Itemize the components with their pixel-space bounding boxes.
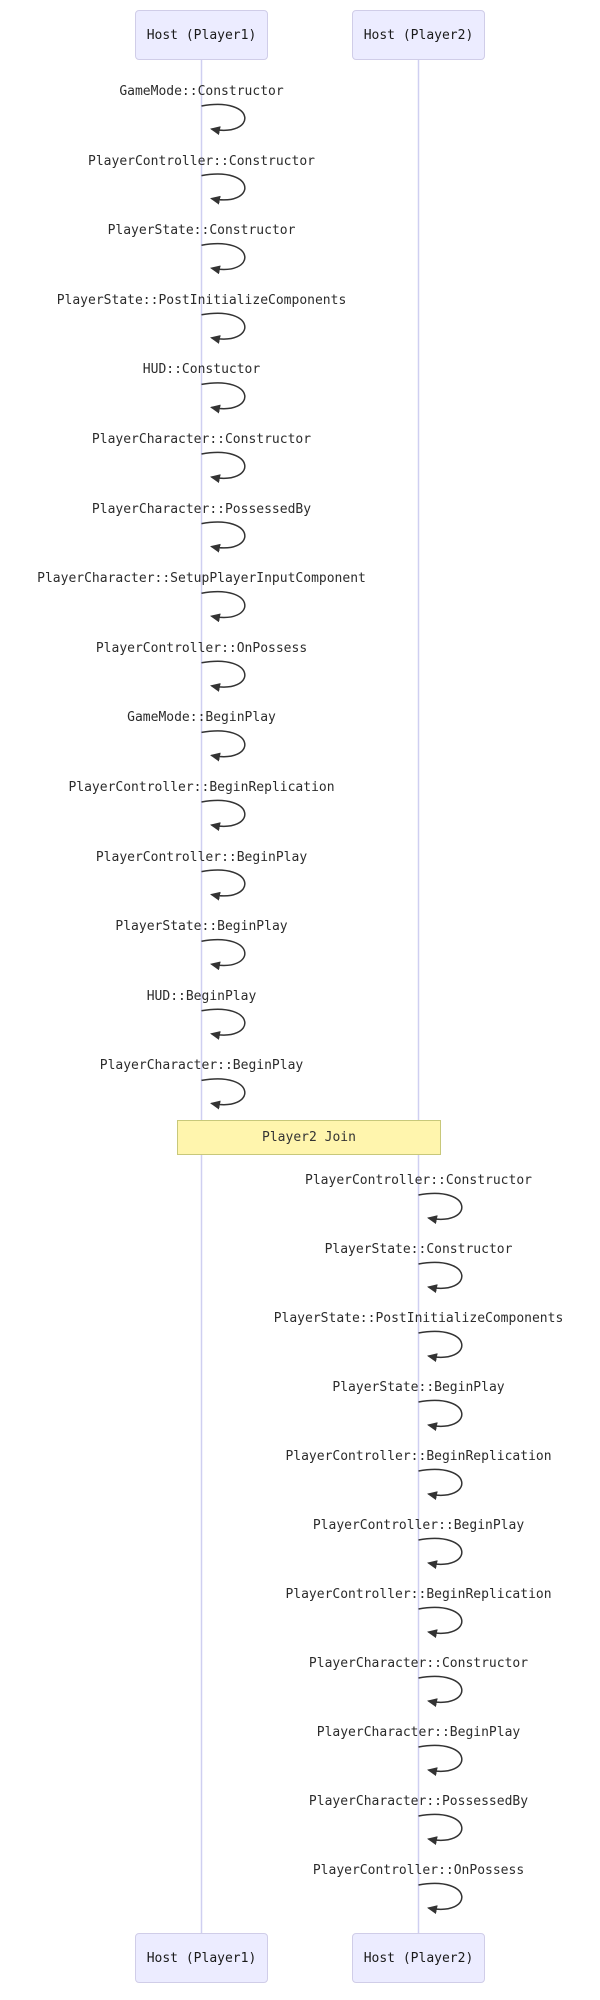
note-player2-join: Player2 Join — [177, 1120, 441, 1155]
note-label: Player2 Join — [262, 1130, 356, 1145]
self-message-arrow — [201, 869, 246, 901]
self-message-arrow — [418, 1813, 463, 1846]
message-label: PlayerCharacter::PossessedBy — [91, 501, 312, 517]
message-label: PlayerController::BeginPlay — [312, 1518, 525, 1533]
message-label: HUD::Constuctor — [142, 362, 261, 378]
self-message-arrow — [201, 382, 246, 414]
message-label: PlayerController::Constructor — [88, 153, 315, 169]
message-label: PlayerCharacter::Constructor — [91, 432, 312, 447]
self-message-arrow — [418, 1399, 463, 1432]
self-message-arrow — [418, 1537, 463, 1570]
self-message-arrow — [201, 660, 246, 692]
actor-label: Host (Player2) — [363, 1950, 474, 1966]
self-message-arrow — [201, 799, 246, 832]
self-message-arrow — [201, 1008, 246, 1040]
message-label: PlayerState::PostInitializeComponents — [273, 1311, 564, 1326]
message-label: PlayerController::OnPossess — [95, 640, 308, 656]
self-message-arrow — [201, 591, 246, 623]
message-label: PlayerController::BeginReplication — [285, 1587, 552, 1602]
message-label: PlayerController::BeginReplication — [285, 1449, 552, 1464]
actor-box-host-player1-top: Host (Player1) — [135, 10, 268, 60]
self-message-arrow — [201, 521, 246, 553]
message-label: PlayerState::BeginPlay — [115, 919, 288, 935]
self-message-arrow — [418, 1675, 463, 1708]
actor-label: Host (Player1) — [146, 1950, 257, 1966]
message-label: PlayerController::BeginReplication — [68, 780, 335, 795]
self-message-arrow — [201, 451, 246, 484]
self-message-arrow — [201, 730, 246, 762]
actor-box-host-player1-bottom: Host (Player1) — [135, 1933, 268, 1983]
self-message-arrow — [418, 1882, 463, 1915]
self-message-arrow — [418, 1744, 463, 1777]
actor-box-host-player2-top: Host (Player2) — [352, 10, 485, 60]
message-label: PlayerController::BeginPlay — [95, 849, 308, 865]
message-label: PlayerState::BeginPlay — [332, 1380, 505, 1395]
message-label: PlayerCharacter::SetupPlayerInputCompone… — [37, 571, 366, 587]
self-message-arrow — [201, 312, 246, 344]
self-message-arrow — [418, 1261, 463, 1294]
message-label: HUD::BeginPlay — [146, 988, 257, 1004]
self-message-arrow — [201, 1078, 246, 1110]
message-label: PlayerCharacter::BeginPlay — [99, 1058, 304, 1074]
message-label: PlayerState::PostInitializeComponents — [56, 292, 347, 308]
self-message-arrow — [418, 1468, 463, 1501]
self-message-arrow — [201, 173, 246, 205]
message-label: PlayerState::Constructor — [107, 223, 296, 239]
message-label: PlayerController::OnPossess — [312, 1863, 525, 1878]
message-label: PlayerCharacter::BeginPlay — [316, 1725, 521, 1740]
message-label: PlayerController::Constructor — [305, 1173, 532, 1188]
actor-box-host-player2-bottom: Host (Player2) — [352, 1933, 485, 1983]
self-message-arrow — [201, 243, 246, 275]
actor-label: Host (Player2) — [363, 27, 474, 43]
self-message-arrow — [201, 939, 246, 971]
message-label: GameMode::Constructor — [119, 84, 284, 99]
actor-label: Host (Player1) — [146, 27, 257, 43]
message-label: PlayerCharacter::Constructor — [308, 1656, 529, 1671]
message-label: PlayerState::Constructor — [324, 1242, 513, 1257]
self-message-arrow — [201, 103, 246, 136]
self-message-arrow — [418, 1330, 463, 1363]
message-label: PlayerCharacter::PossessedBy — [308, 1794, 529, 1809]
message-label: GameMode::BeginPlay — [127, 710, 276, 726]
self-message-arrow — [418, 1192, 463, 1225]
self-message-arrow — [418, 1606, 463, 1639]
